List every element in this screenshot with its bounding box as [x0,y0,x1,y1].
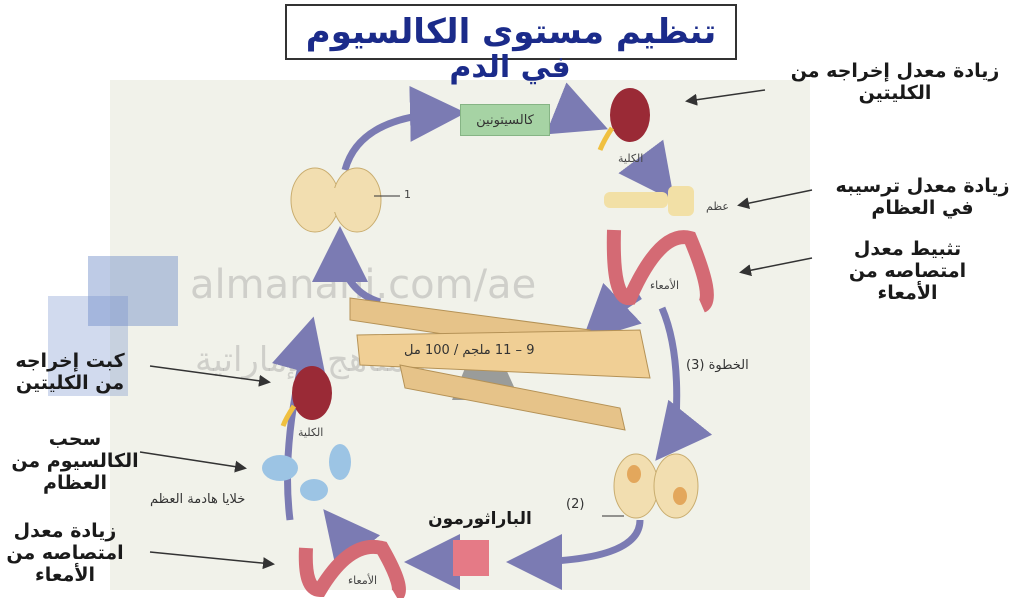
step3-label: الخطوة (3) [686,358,749,373]
osteoclast-caption: خلايا هادمة العظم [150,492,245,507]
calcitonin-label: كالسيتونين [476,113,534,128]
pointer-kidney-top [688,90,765,101]
arrow-thyroid-to-calcitonin [345,113,452,170]
kidney-effect-bottom: كبت إخراجه من الكليتين [0,350,140,394]
intestine-icon-top [614,230,707,306]
arrow-seesaw-to-thyroid [340,240,380,302]
pointer-osteoclasts [140,452,244,468]
intestine-effect-top: تثبيط معدل امتصاصه من الأمعاء [830,238,985,304]
step2-label: (2) [566,497,584,512]
parathormone-box [453,540,489,576]
osteoclast-cells-icon [262,444,351,501]
arrow-calcitonin-to-kidney [555,118,595,124]
bone-icon [604,186,694,216]
bone-effect-bottom: سحب الكالسيوم من العظام [0,428,150,494]
pointer-bone [740,190,812,205]
bone-caption: عظم [706,200,729,213]
pointer-kidney-left [150,366,268,382]
thyroid-icon [291,168,381,232]
intestine-icon-bottom [306,547,399,596]
parathyroid-icon [614,454,698,518]
intestine-caption-bottom: الأمعاء [348,574,377,587]
pointer-intestine-bottom [150,552,272,564]
calcitonin-box: كالسيتونين [460,104,550,136]
arrow-step3 [662,308,677,450]
kidney-caption-top: الكلية [618,152,643,165]
thyroid-number: 1 [404,188,411,201]
intestine-caption-top: الأمعاء [650,279,679,292]
seesaw-range-label: 9 – 11 ملجم / 100 مل [404,343,534,358]
parathormone-label: الباراثورمون [420,508,540,530]
pointer-intestine-top [742,258,812,272]
arrow-intestine-to-osteoclasts [332,520,350,545]
bone-effect-top: زيادة معدل ترسيبه في العظام [830,175,1015,219]
kidney-caption-left: الكلية [298,426,323,439]
kidney-effect-top: زيادة معدل إخراجه من الكليتين [790,60,1000,104]
kidney-icon-top [600,88,650,150]
intestine-effect-bottom: زيادة معدل امتصاصه من الأمعاء [0,520,130,586]
arrow-kidney-to-bone [650,166,666,190]
